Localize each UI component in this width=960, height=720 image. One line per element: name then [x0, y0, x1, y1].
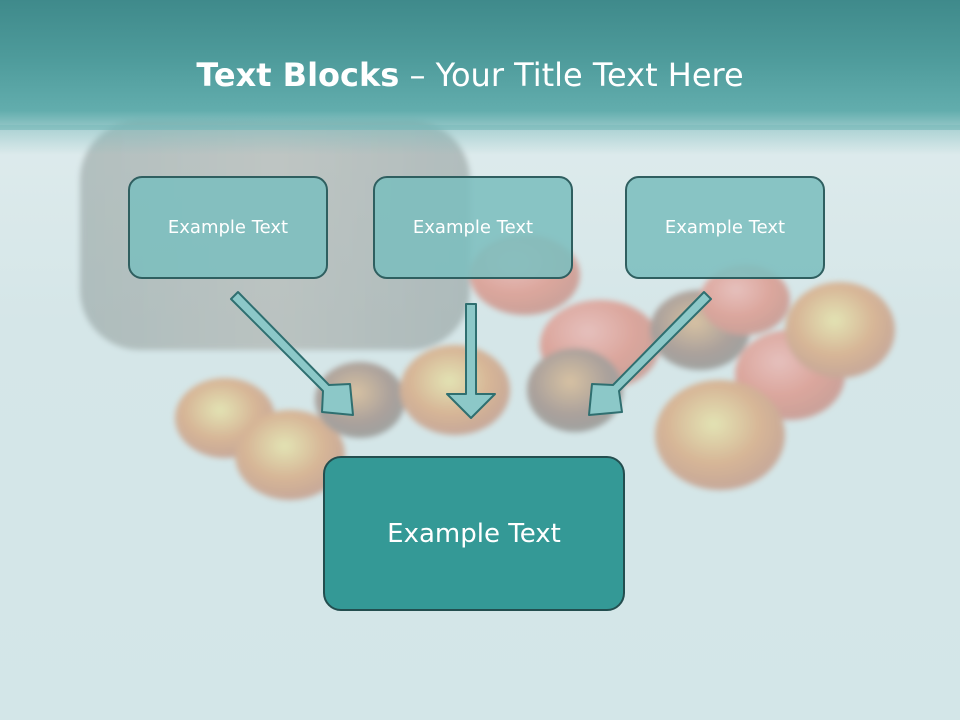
text-block-left-label: Example Text [167, 217, 289, 238]
title-dash: – [399, 56, 436, 94]
arrow-left-icon [230, 291, 354, 416]
title-bar-fade [0, 125, 960, 155]
arrow-right-icon [588, 291, 712, 416]
text-block-left[interactable]: Example Text [128, 176, 328, 279]
text-block-main[interactable]: Example Text [323, 456, 625, 611]
text-block-right[interactable]: Example Text [625, 176, 825, 279]
text-block-main-label: Example Text [387, 518, 561, 549]
text-block-center[interactable]: Example Text [373, 176, 573, 279]
slide-title: Text Blocks – Your Title Text Here [0, 55, 940, 95]
arrow-center-icon [446, 303, 496, 419]
title-bold-part: Text Blocks [196, 56, 400, 94]
text-block-right-label: Example Text [664, 217, 786, 238]
title-bar [0, 0, 960, 130]
text-block-center-label: Example Text [412, 217, 534, 238]
title-rest: Your Title Text Here [435, 56, 744, 94]
